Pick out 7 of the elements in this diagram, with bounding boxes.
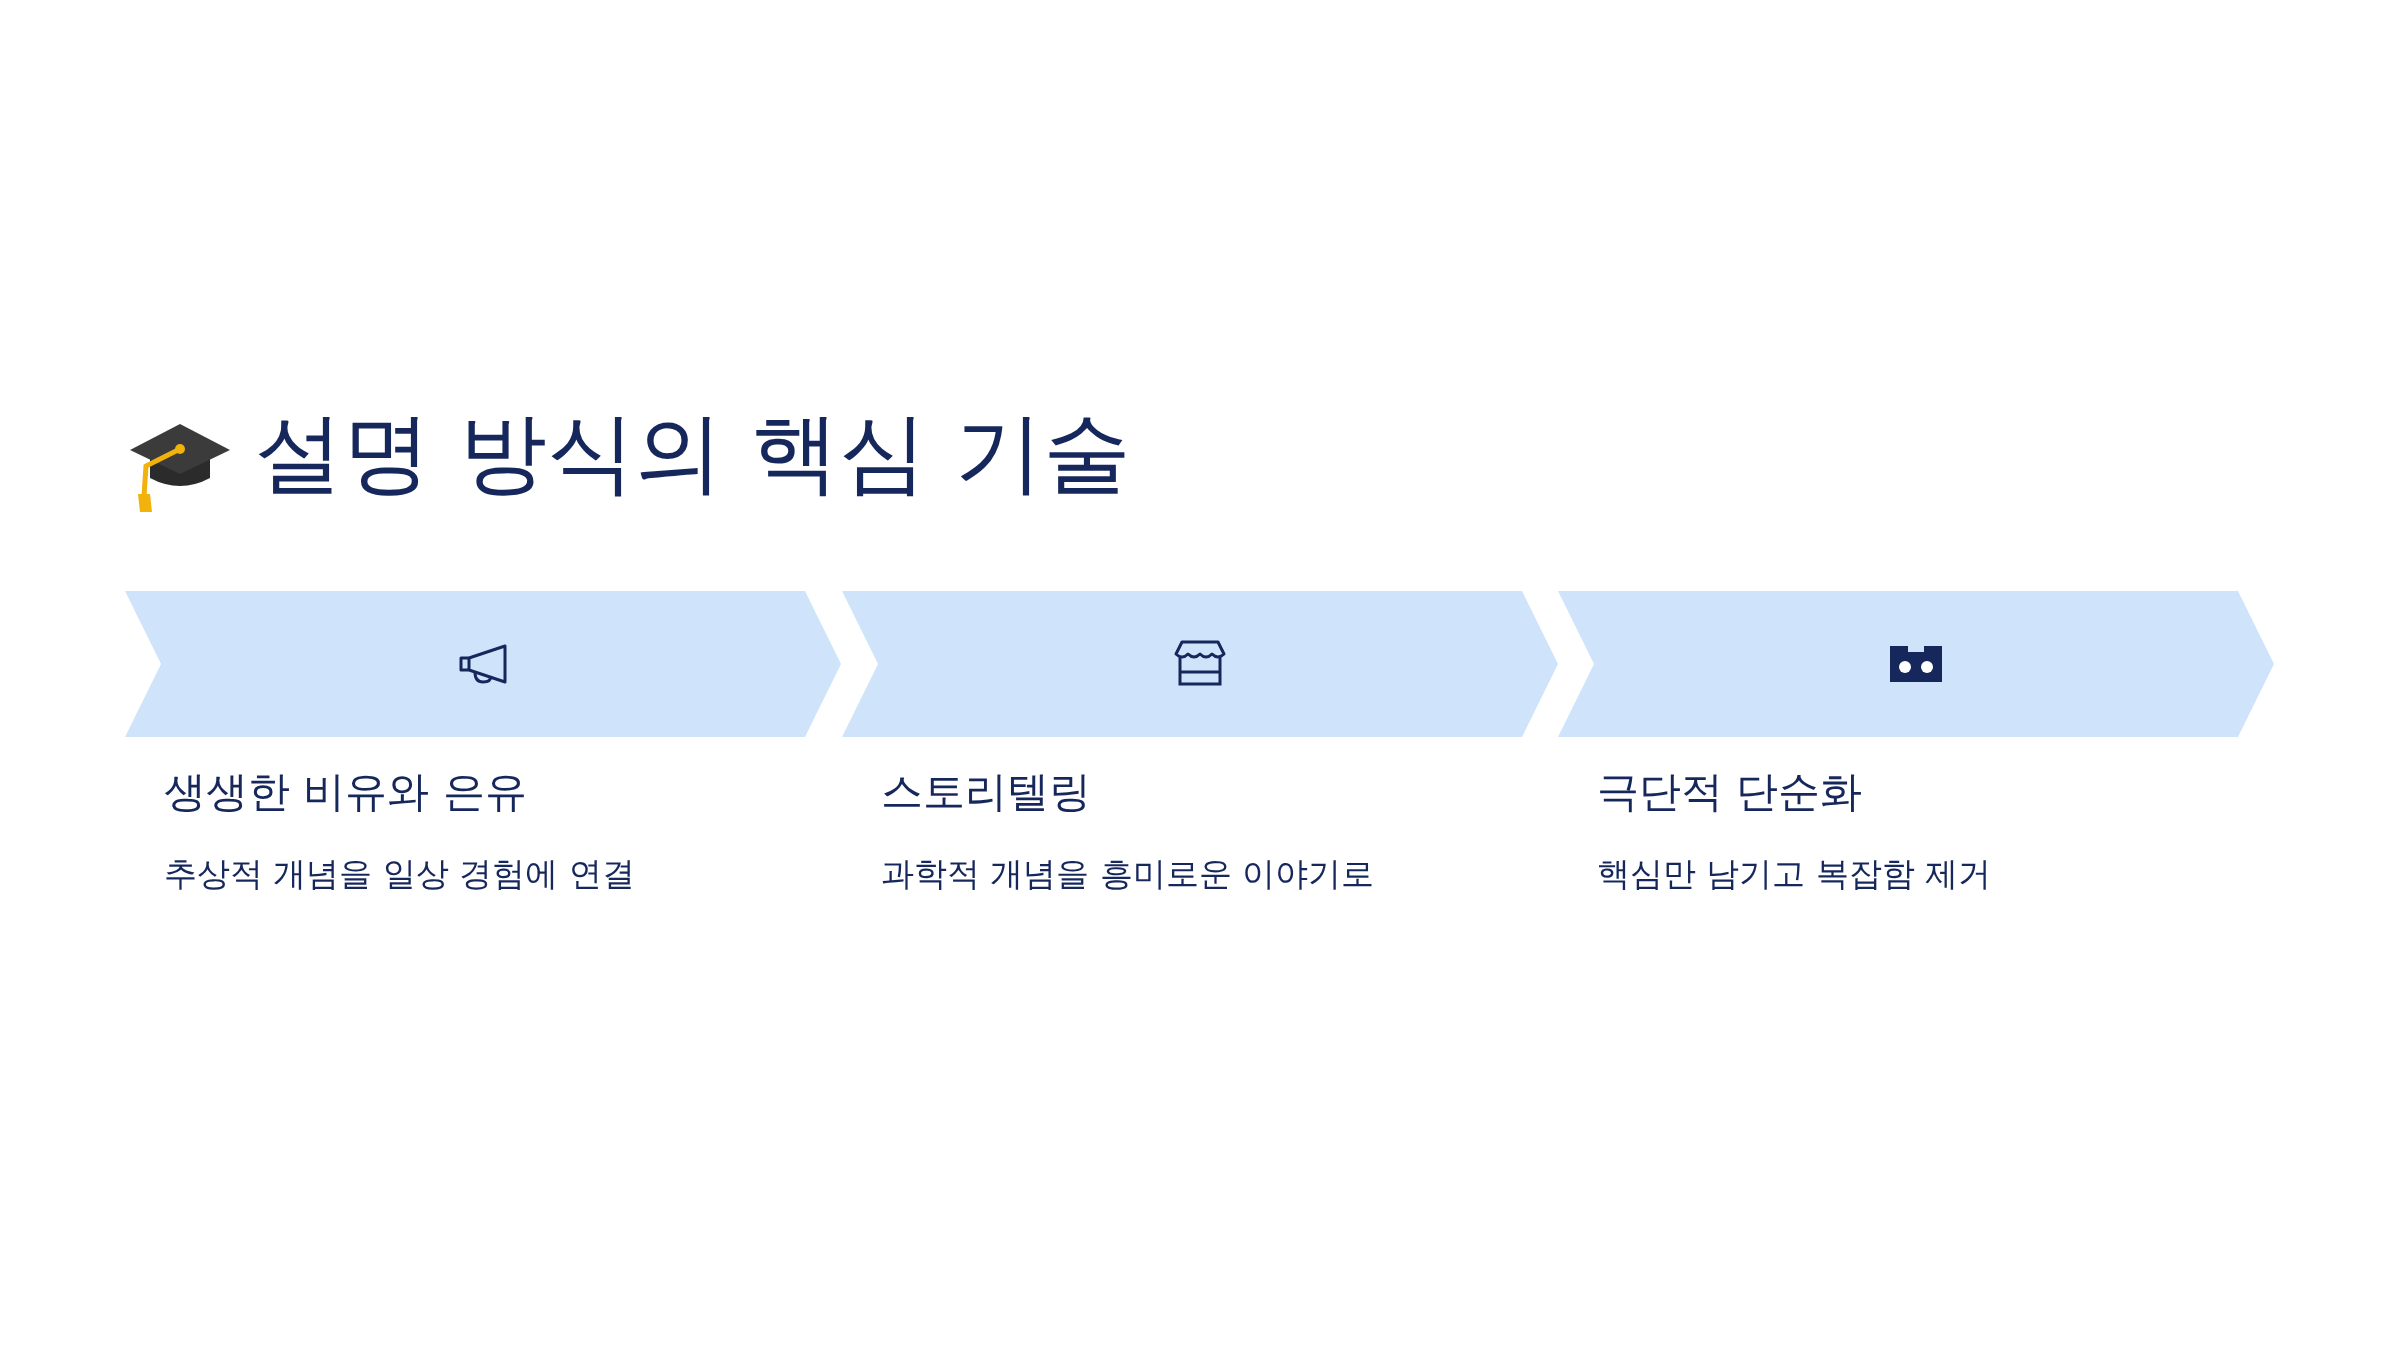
step-description: 과학적 개념을 흥미로운 이야기로 bbox=[881, 854, 1375, 894]
step-description: 핵심만 남기고 복잡함 제거 bbox=[1597, 854, 1992, 894]
step-heading: 생생한 비유와 은유 bbox=[164, 767, 527, 818]
step-description: 추상적 개념을 일상 경험에 연결 bbox=[164, 854, 635, 894]
slide-title: 설명 방식의 핵심 기술 bbox=[255, 400, 1131, 506]
step-heading: 스토리텔링 bbox=[881, 767, 1091, 818]
step-heading: 극단적 단순화 bbox=[1597, 767, 1863, 818]
